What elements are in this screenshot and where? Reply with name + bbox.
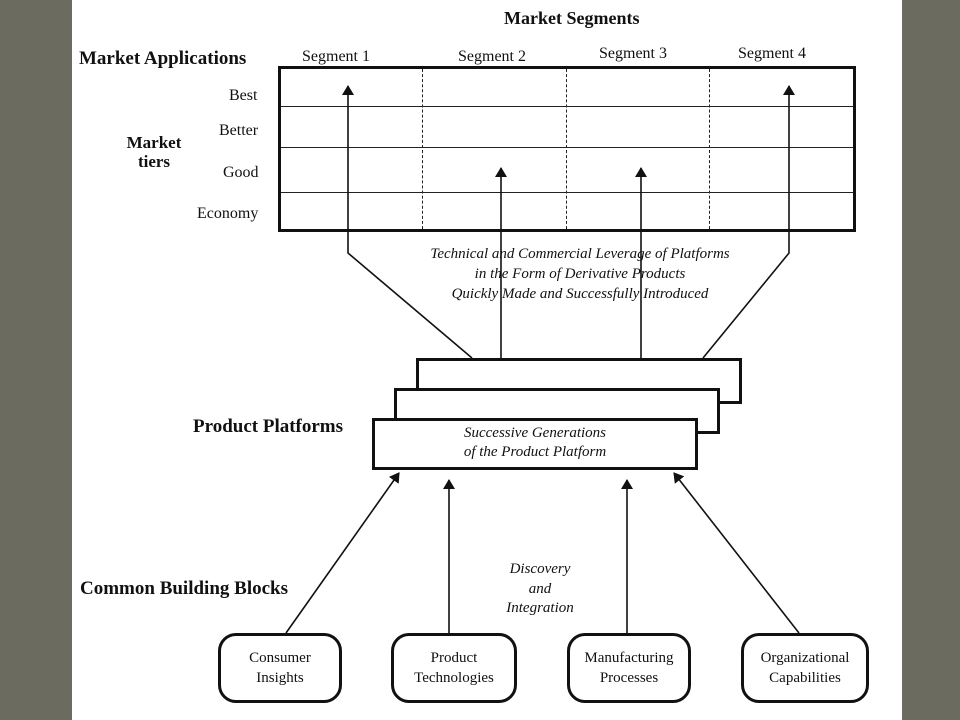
segment-label-2: Segment 2: [458, 48, 526, 65]
left-background: [0, 0, 72, 720]
tier-label-good: Good: [223, 164, 259, 181]
product-platforms-label: Product Platforms: [193, 416, 344, 437]
platform-text-line-2: of the Product Platform: [463, 444, 607, 460]
discovery-text-line-2: and: [528, 581, 552, 597]
segment-label-1: Segment 1: [302, 48, 370, 65]
platform-generation-front: [372, 418, 698, 470]
block-organizational-capabilities: Organizational Capabilities: [741, 633, 869, 703]
block-consumer-insights: Consumer Insights: [218, 633, 342, 703]
block-manufacturing-processes: Manufacturing Processes: [567, 633, 691, 703]
grid-segment-divider: [422, 69, 423, 229]
arrow-consumer-insights-to-platform: [285, 472, 400, 634]
tier-label-economy: Economy: [197, 205, 259, 222]
diagram-title: Market Segments: [504, 8, 640, 28]
grid-row-line: [281, 147, 853, 148]
block-label: Product Technologies: [414, 650, 494, 686]
arrow-organizational-capabilities-to-platform: [673, 472, 800, 634]
right-background: [902, 0, 960, 720]
tier-label-better: Better: [219, 122, 259, 139]
block-label: Manufacturing Processes: [584, 650, 674, 686]
grid-segment-divider: [709, 69, 710, 229]
market-applications-label: Market Applications: [79, 48, 247, 69]
leverage-caption-line-2: in the Form of Derivative Products: [474, 266, 686, 282]
arrow-to-segment-4-best: [702, 85, 795, 359]
discovery-text-line-3: Integration: [506, 600, 574, 616]
segment-label-3: Segment 3: [599, 45, 667, 62]
tier-label-best: Best: [229, 87, 258, 104]
arrow-to-segment-1-best: [342, 85, 473, 359]
block-label: Organizational Capabilities: [760, 650, 850, 686]
leverage-caption-line-3: Quickly Made and Successfully Introduced: [451, 286, 709, 302]
platform-text-line-1: Successive Generations: [463, 425, 607, 441]
discovery-text-line-1: Discovery: [509, 561, 571, 577]
market-grid: [278, 66, 856, 232]
block-label: Consumer Insights: [249, 650, 311, 686]
grid-row-line: [281, 106, 853, 107]
block-product-technologies: Product Technologies: [391, 633, 517, 703]
market-tiers-label: Market tiers: [126, 133, 182, 171]
grid-segment-divider: [566, 69, 567, 229]
leverage-caption-line-1: Technical and Commercial Leverage of Pla…: [430, 246, 730, 262]
segment-label-4: Segment 4: [738, 45, 806, 62]
grid-row-line: [281, 192, 853, 193]
common-building-blocks-label: Common Building Blocks: [80, 578, 288, 599]
